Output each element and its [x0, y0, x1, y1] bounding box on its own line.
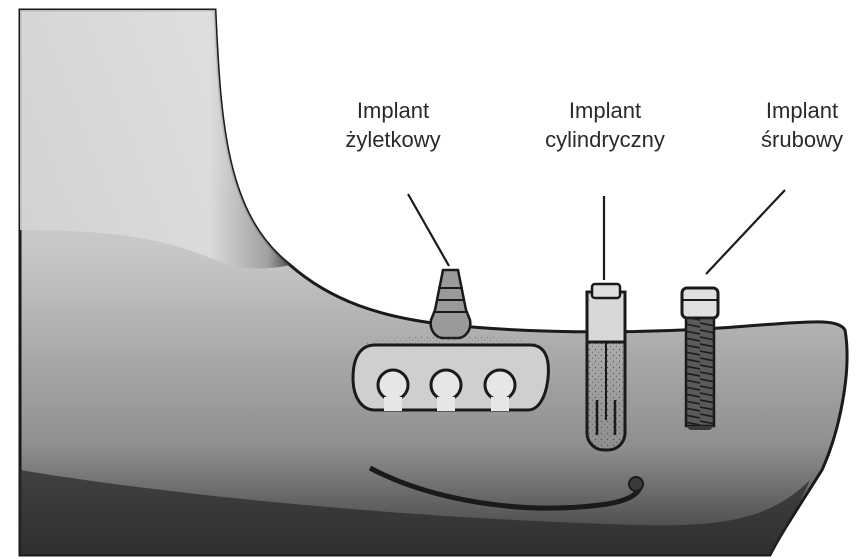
label-blade-implant-line1: Implant: [318, 96, 468, 125]
cylindrical-implant: [587, 284, 625, 450]
label-screw-implant-line1: Implant: [748, 96, 856, 125]
screw-implant-leader: [706, 190, 785, 274]
ramus-shading: [20, 10, 290, 268]
label-blade-implant: Implant żyletkowy: [318, 96, 468, 154]
screw-implant-threads: [686, 318, 714, 426]
screw-implant-head: [682, 288, 718, 318]
blade-implant-vent-2: [431, 370, 461, 400]
label-screw-implant-line2: śrubowy: [748, 125, 856, 154]
screw-implant: [682, 288, 718, 430]
label-cylindrical-implant: Implant cylindryczny: [515, 96, 695, 154]
label-cylindrical-implant-line2: cylindryczny: [515, 125, 695, 154]
mental-foramen: [629, 477, 643, 491]
blade-implant-abutment: [431, 270, 471, 338]
blade-implant-vent-3: [485, 370, 515, 400]
blade-implant: [353, 270, 548, 411]
cylindrical-implant-collar: [592, 284, 620, 298]
blade-implant-vent-1: [378, 370, 408, 400]
label-cylindrical-implant-line1: Implant: [515, 96, 695, 125]
label-screw-implant: Implant śrubowy: [748, 96, 856, 154]
label-blade-implant-line2: żyletkowy: [318, 125, 468, 154]
blade-implant-leader: [408, 194, 449, 266]
